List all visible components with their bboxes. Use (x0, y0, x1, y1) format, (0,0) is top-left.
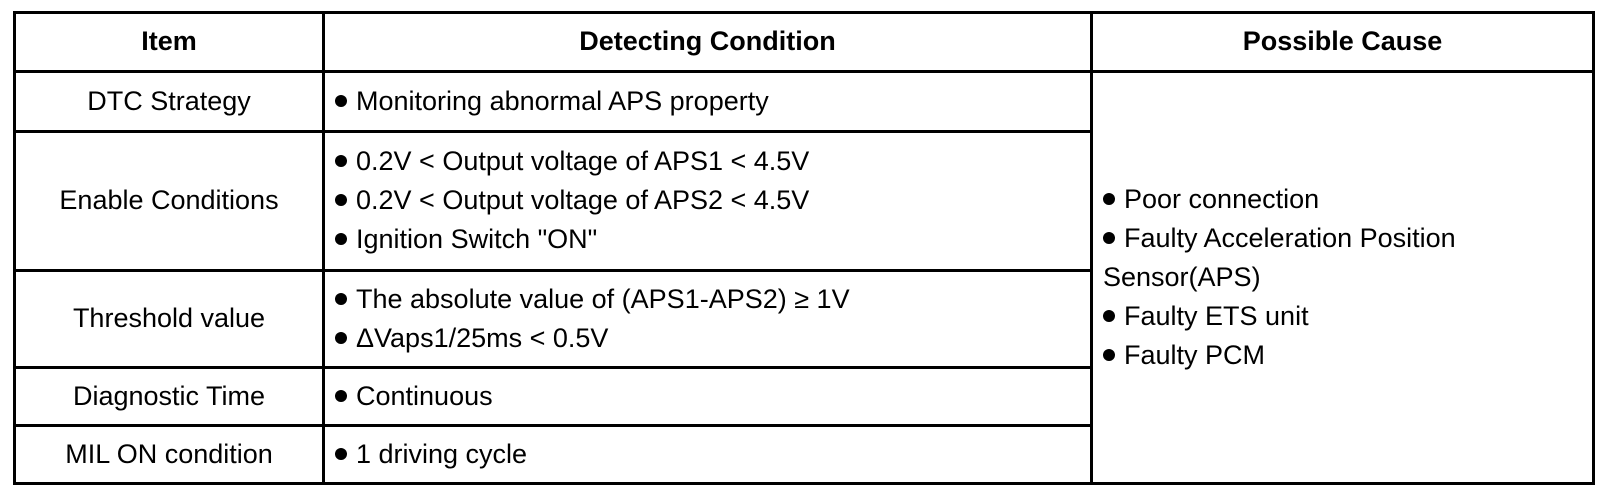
row-condition-dtc-strategy: Monitoring abnormal APS property (322, 69, 1093, 134)
condition-text: 1 driving cycle (356, 438, 528, 469)
row-condition-enable-conditions: 0.2V < Output voltage of APS1 < 4.5V 0.2… (322, 130, 1093, 272)
bullet-icon (335, 389, 347, 402)
table-row: Diagnostic Time Continuous (13, 366, 1594, 427)
condition-line: Ignition Switch "ON" (335, 220, 1080, 259)
cause-text: Faulty PCM (1124, 340, 1266, 371)
bullet-icon (335, 233, 347, 246)
condition-text: ΔVaps1/25ms < 0.5V (356, 322, 609, 353)
cause-line: Faulty PCM (1103, 336, 1582, 375)
bullet-icon (1103, 192, 1115, 205)
row-condition-threshold-value: The absolute value of (APS1-APS2) ≥ 1V Δ… (322, 268, 1093, 370)
header-row: Item Detecting Condition Possible Cause (13, 11, 1595, 73)
condition-text: The absolute value of (APS1-APS2) ≥ 1V (356, 283, 850, 314)
condition-text: Ignition Switch "ON" (356, 224, 598, 255)
cause-line: Faulty Acceleration Position Sensor(APS) (1103, 219, 1582, 297)
header-possible-cause: Possible Cause (1090, 11, 1595, 73)
row-item-enable-conditions: Enable Conditions (13, 130, 325, 272)
bullet-icon (335, 94, 347, 107)
row-condition-mil-on-condition: 1 driving cycle (322, 424, 1093, 485)
possible-cause-cell: Poor connection Faulty Acceleration Posi… (1090, 70, 1595, 485)
cause-line: Poor connection (1103, 180, 1582, 219)
condition-text: 0.2V < Output voltage of APS1 < 4.5V (356, 146, 810, 177)
table-row: MIL ON condition 1 driving cycle (13, 424, 1594, 485)
condition-text: Continuous (356, 380, 493, 411)
condition-line: Continuous (335, 377, 1080, 416)
table-row: Enable Conditions 0.2V < Output voltage … (13, 130, 1594, 272)
bullet-icon (335, 155, 347, 168)
bullet-icon (1103, 231, 1115, 244)
header-detecting-condition: Detecting Condition (322, 11, 1093, 73)
table-row: DTC Strategy Monitoring abnormal APS pro… (13, 69, 1595, 485)
condition-line: The absolute value of (APS1-APS2) ≥ 1V (335, 280, 1080, 319)
row-item-diagnostic-time: Diagnostic Time (13, 366, 325, 427)
row-condition-diagnostic-time: Continuous (322, 366, 1093, 427)
condition-text: 0.2V < Output voltage of APS2 < 4.5V (356, 185, 810, 216)
row-item-dtc-strategy: DTC Strategy (13, 69, 325, 134)
cause-line: Faulty ETS unit (1103, 297, 1582, 336)
row-item-mil-on-condition: MIL ON condition (13, 424, 325, 485)
bullet-icon (335, 194, 347, 207)
cause-text: Faulty Acceleration Position Sensor(APS) (1103, 222, 1456, 292)
condition-text: Monitoring abnormal APS property (356, 85, 769, 116)
condition-line: 0.2V < Output voltage of APS2 < 4.5V (335, 181, 1080, 220)
row-item-threshold-value: Threshold value (13, 268, 325, 370)
condition-line: Monitoring abnormal APS property (335, 82, 1080, 121)
diagnostic-table: Item Detecting Condition Possible Cause … (13, 11, 1595, 485)
condition-line: ΔVaps1/25ms < 0.5V (335, 319, 1080, 358)
condition-line: 1 driving cycle (335, 435, 1080, 474)
bullet-icon (1103, 349, 1115, 362)
cause-text: Faulty ETS unit (1124, 301, 1309, 332)
cause-text: Poor connection (1124, 183, 1320, 214)
bullet-icon (335, 331, 347, 344)
bullet-icon (335, 292, 347, 305)
condition-line: 0.2V < Output voltage of APS1 < 4.5V (335, 142, 1080, 181)
bullet-icon (1103, 310, 1115, 323)
bullet-icon (335, 447, 347, 460)
header-item: Item (13, 11, 325, 73)
table-row: Threshold value The absolute value of (A… (13, 268, 1594, 370)
